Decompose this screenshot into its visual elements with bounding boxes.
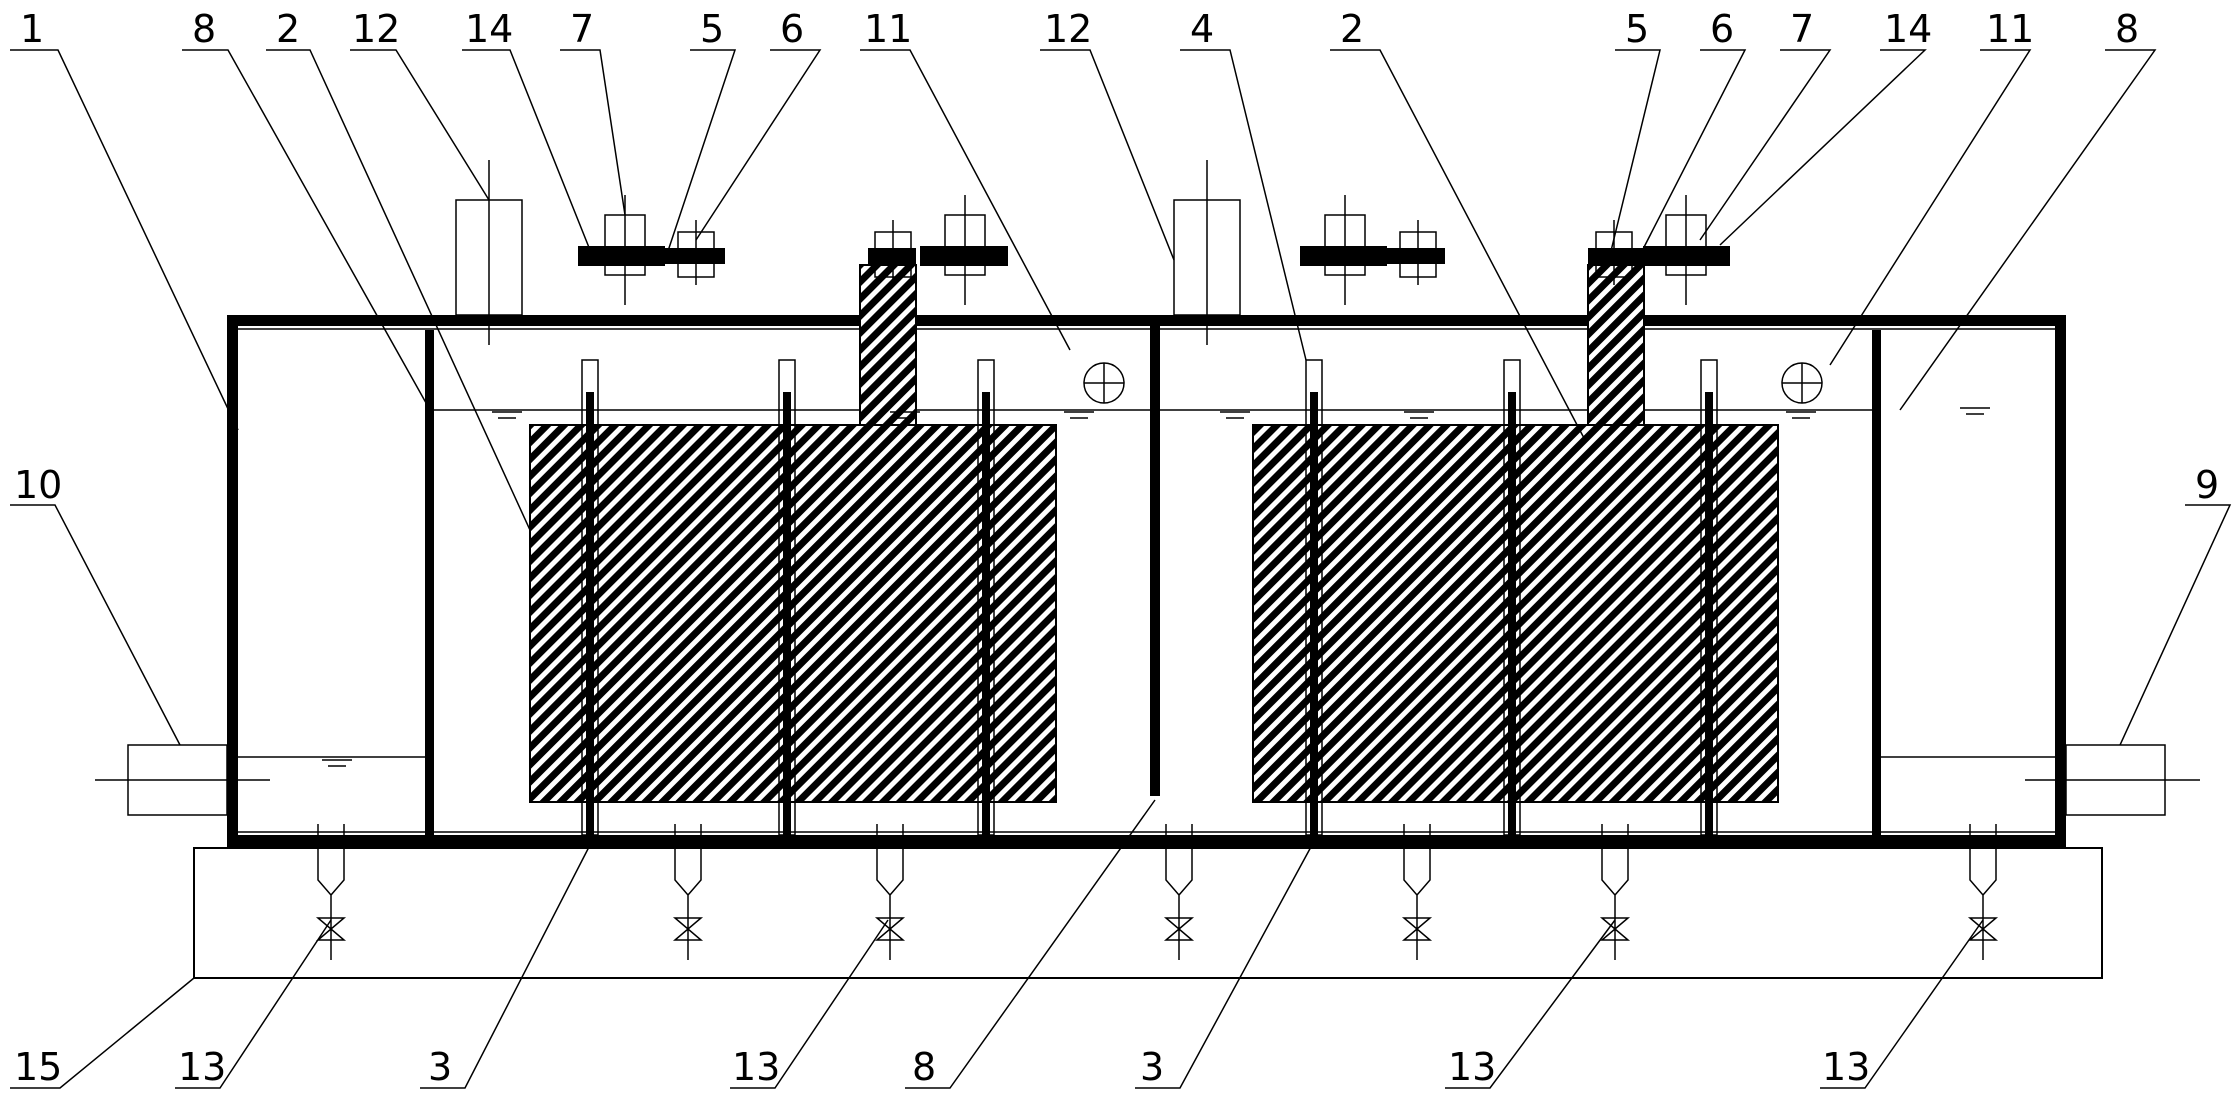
callout-top-8: 11 (864, 7, 912, 51)
callout-bottom-6: 13 (1448, 1045, 1496, 1089)
callout-top-0: 1 (20, 7, 44, 51)
tank-walls (227, 315, 2066, 848)
callout-bottom-5: 3 (1140, 1045, 1164, 1089)
callout-top-11: 2 (1340, 7, 1364, 51)
callout-bottom-2: 3 (428, 1045, 452, 1089)
callout-bottom-1: 13 (178, 1045, 226, 1089)
callout-top-9: 12 (1044, 7, 1092, 51)
callout-side-0: 10 (14, 463, 62, 507)
chimney-right (1587, 264, 1645, 426)
callout-bottom-3: 13 (732, 1045, 780, 1089)
electrode-block-left (529, 424, 1057, 803)
callout-top-7: 6 (780, 7, 804, 51)
callout-top-16: 11 (1986, 7, 2034, 51)
chimney-left (859, 264, 917, 426)
callout-top-3: 12 (352, 7, 400, 51)
drain-valves (315, 824, 1999, 960)
vertical-plates (581, 359, 1718, 837)
callout-top-10: 4 (1190, 7, 1214, 51)
callout-bottom-0: 15 (14, 1045, 62, 1089)
callout-top-6: 5 (700, 7, 724, 51)
callout-top-1: 8 (192, 7, 216, 51)
base-platform (193, 847, 2103, 979)
callout-top-4: 14 (465, 7, 513, 51)
callout-top-17: 8 (2115, 7, 2139, 51)
callouts-bottom: 15 13 3 13 8 3 13 13 (14, 1045, 1870, 1089)
leader-lines (10, 49, 2232, 1089)
callout-bottom-4: 8 (912, 1045, 936, 1089)
water-level-marks (322, 407, 1990, 767)
callout-top-15: 14 (1884, 7, 1932, 51)
callout-top-5: 7 (570, 7, 594, 51)
callout-top-2: 2 (276, 7, 300, 51)
callouts-top: 1 8 2 12 14 7 5 6 11 12 4 2 5 6 7 14 11 … (20, 7, 2139, 51)
callouts-side: 10 9 (14, 463, 2219, 507)
callout-top-12: 5 (1625, 7, 1649, 51)
callout-top-14: 7 (1790, 7, 1814, 51)
inner-lines (238, 328, 2055, 833)
callout-bottom-7: 13 (1822, 1045, 1870, 1089)
callout-side-1: 9 (2195, 463, 2219, 507)
callout-top-13: 6 (1710, 7, 1734, 51)
